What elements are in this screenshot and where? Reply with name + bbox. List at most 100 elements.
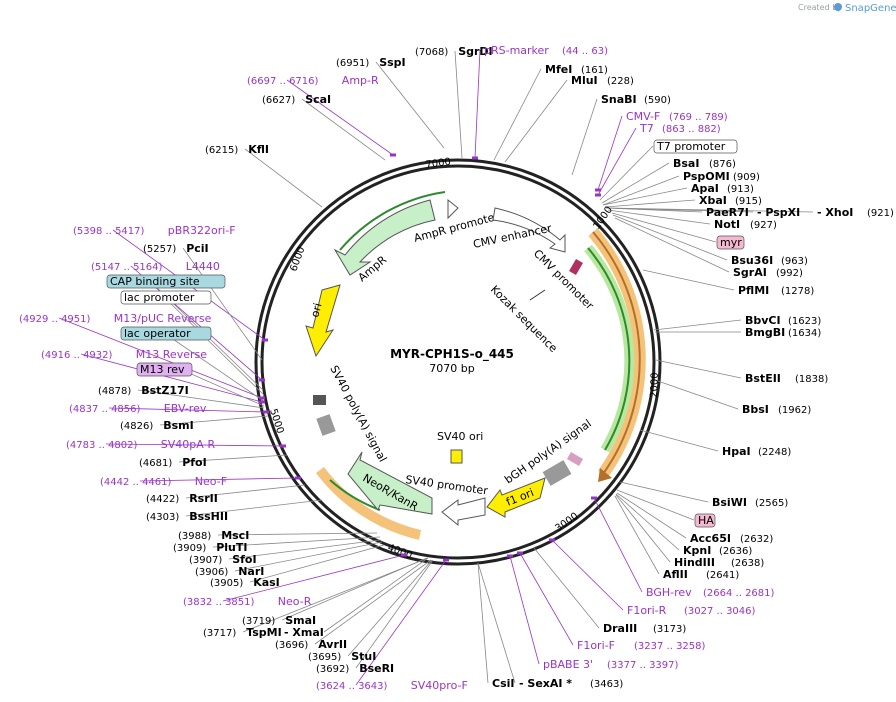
label-bbvci[interactable]: BbvCI(1623)	[745, 314, 821, 327]
label-sfoi[interactable]: (3907)SfoI	[189, 553, 257, 566]
label-kpni[interactable]: KpnI(2636)	[683, 544, 752, 557]
primer-mark-bghrev	[591, 496, 597, 500]
label-m13rev[interactable]: (4916 .. 4932)M13 Reverse	[41, 348, 207, 361]
label-prsmarker[interactable]: pRS-marker(44 .. 63)	[484, 44, 608, 57]
leader-bsshii	[185, 499, 323, 517]
label-cmvf[interactable]: CMV-F(769 .. 789)	[626, 110, 728, 123]
name-ha: HA	[698, 514, 714, 527]
label-bsu36i[interactable]: Bsu36I(963)	[731, 254, 808, 267]
label-sgrdi[interactable]: (7068)SgrDI	[415, 45, 493, 58]
name-nari: NarI	[238, 565, 264, 578]
label-avrii[interactable]: (3696)AvrII	[275, 638, 347, 651]
label-bsshii[interactable]: (4303)BssHII	[146, 510, 228, 523]
label-mlui[interactable]: MluI(228)	[571, 74, 634, 87]
label-m13puc[interactable]: (4929 .. 4951)M13/pUC Reverse	[19, 312, 212, 325]
label-plut1[interactable]: (3909)PluTI	[173, 541, 247, 554]
label-smai[interactable]: (3719)SmaI	[242, 614, 316, 627]
label-pcii[interactable]: (5257)PciI	[143, 242, 209, 255]
feature-ori: ori	[308, 302, 324, 319]
label-l4440[interactable]: (5147 .. 5164)L4440	[91, 260, 220, 273]
label-stui[interactable]: (3695)StuI	[308, 650, 376, 663]
label-hpai[interactable]: HpaI (2248)	[722, 445, 791, 458]
label-pfoi[interactable]: (4681)PfoI	[139, 456, 207, 469]
label-bmgbi[interactable]: BmgBI(1634)	[745, 326, 821, 339]
label-sexai[interactable]: - SexAI *(3463)	[519, 677, 623, 690]
label-xhoi[interactable]: - XhoI(921)	[817, 206, 894, 219]
label-afliii[interactable]: AflII(2641)	[663, 568, 739, 581]
label-pspxi[interactable]: - PspXI	[757, 206, 800, 219]
label-kfli[interactable]: (6215)KflI	[205, 143, 269, 156]
label-ha[interactable]: HA	[694, 513, 716, 528]
name-f1orif: F1ori-F	[577, 639, 615, 652]
label-bbsi[interactable]: BbsI(1962)	[742, 403, 811, 416]
label-bsiwi[interactable]: BsiWI(2565)	[712, 496, 788, 509]
label-pbr322[interactable]: (5398 .. 5417)pBR322ori-F	[73, 224, 236, 237]
label-t7[interactable]: T7(863 .. 882)	[639, 122, 721, 135]
myr-feature-mark	[569, 258, 583, 276]
pos-pflmi: (1278)	[781, 286, 814, 297]
label-rsrii[interactable]: (4422)RsrII	[146, 492, 218, 505]
label-f1orif[interactable]: F1ori-F(3237 .. 3258)	[577, 639, 706, 652]
label-f1orir[interactable]: F1ori-R(3027 .. 3046)	[627, 604, 756, 617]
label-m13revbox[interactable]: M13 rev	[136, 362, 193, 377]
label-nari[interactable]: (3906)NarI	[195, 565, 264, 578]
label-bsmi[interactable]: (4826)BsmI	[120, 419, 194, 432]
name-hpai: HpaI	[722, 445, 751, 458]
label-msci[interactable]: (3988)MscI	[178, 529, 249, 542]
label-csii[interactable]: CsiI	[492, 677, 514, 690]
leader-pbabe	[509, 555, 540, 665]
label-neof[interactable]: (4442 .. 4461)Neo-F	[100, 475, 227, 488]
label-hindiii[interactable]: HindIII(2638)	[674, 556, 764, 569]
pos-hpai: (2248)	[758, 447, 791, 458]
label-sv40pro[interactable]: (3624 .. 3643)SV40pro-F	[316, 679, 468, 692]
name-csii: CsiI	[492, 677, 514, 690]
leader-bstz17i	[137, 389, 265, 409]
label-paer7i[interactable]: PaeR7I	[706, 206, 749, 219]
pos-kpni: (2636)	[719, 546, 752, 557]
leader-draiii	[533, 547, 600, 629]
label-sv40pa[interactable]: (4783 .. 4802)SV40pA-R	[66, 438, 216, 451]
pos-sexai: (3463)	[590, 679, 623, 690]
bgh-box	[542, 460, 572, 486]
label-acc65i[interactable]: Acc65I(2632)	[690, 532, 773, 545]
label-tspmi[interactable]: (3717)TspMI	[203, 626, 282, 639]
label-pflmi[interactable]: PflMI(1278)	[738, 284, 814, 297]
label-myr[interactable]: myr	[716, 235, 745, 250]
label-ebvrev[interactable]: (4837 .. 4856)EBV-rev	[69, 402, 207, 415]
label-bsai[interactable]: BsaI(876)	[673, 157, 736, 170]
label-ampr-primer[interactable]: (6697 .. 6716)Amp-R	[247, 74, 379, 87]
label-scai[interactable]: (6627)ScaI	[262, 93, 331, 106]
leader-pfoi	[178, 454, 288, 463]
label-xbai[interactable]: XbaI(915)	[699, 194, 762, 207]
leader-msci	[217, 532, 378, 536]
pos-pbr322: (5398 .. 5417)	[73, 226, 145, 237]
pos-bghrev: (2664 .. 2681)	[703, 588, 775, 599]
label-bseri[interactable]: (3692)BseRI	[316, 662, 394, 675]
label-sgrai[interactable]: SgrAI(992)	[733, 266, 803, 279]
label-t7prom[interactable]: T7 promoter	[653, 139, 738, 154]
label-neor[interactable]: (3832 .. 3851)Neo-R	[183, 595, 312, 608]
name-scai: ScaI	[305, 93, 331, 106]
label-pbabe[interactable]: pBABE 3'(3377 .. 3397)	[543, 658, 679, 671]
label-kasi[interactable]: (3905)KasI	[210, 576, 280, 589]
label-pspomi[interactable]: PspOMI(909)	[683, 170, 760, 183]
label-bsteii[interactable]: BstEII(1838)	[745, 372, 828, 385]
label-sspi[interactable]: (6951)SspI	[336, 56, 406, 69]
backbone-inner	[260, 164, 656, 560]
label-noti[interactable]: NotI(927)	[714, 218, 777, 231]
name-sspi: SspI	[379, 56, 405, 69]
name-t7prom: T7 promoter	[656, 140, 726, 153]
label-apai[interactable]: ApaI(913)	[691, 182, 754, 195]
label-lacprom[interactable]: lac promoter	[120, 290, 212, 305]
pos-sgrai: (992)	[776, 268, 803, 279]
label-xmai[interactable]: - XmaI	[284, 626, 324, 639]
feature-cmv-promoter: CMV promoter	[531, 247, 597, 313]
name-m13puc: M13/pUC Reverse	[114, 312, 212, 325]
label-bstz17i[interactable]: (4878)BstZ17I	[98, 384, 189, 397]
label-mfei[interactable]: MfeI(161)	[545, 63, 608, 76]
label-lacop[interactable]: lac operator	[120, 326, 212, 341]
label-cap[interactable]: CAP binding site	[106, 274, 226, 289]
label-snabi[interactable]: SnaBI(590)	[601, 93, 671, 106]
label-draiii[interactable]: DraIII(3173)	[603, 622, 686, 635]
label-bghrev[interactable]: BGH-rev(2664 .. 2681)	[646, 586, 775, 599]
